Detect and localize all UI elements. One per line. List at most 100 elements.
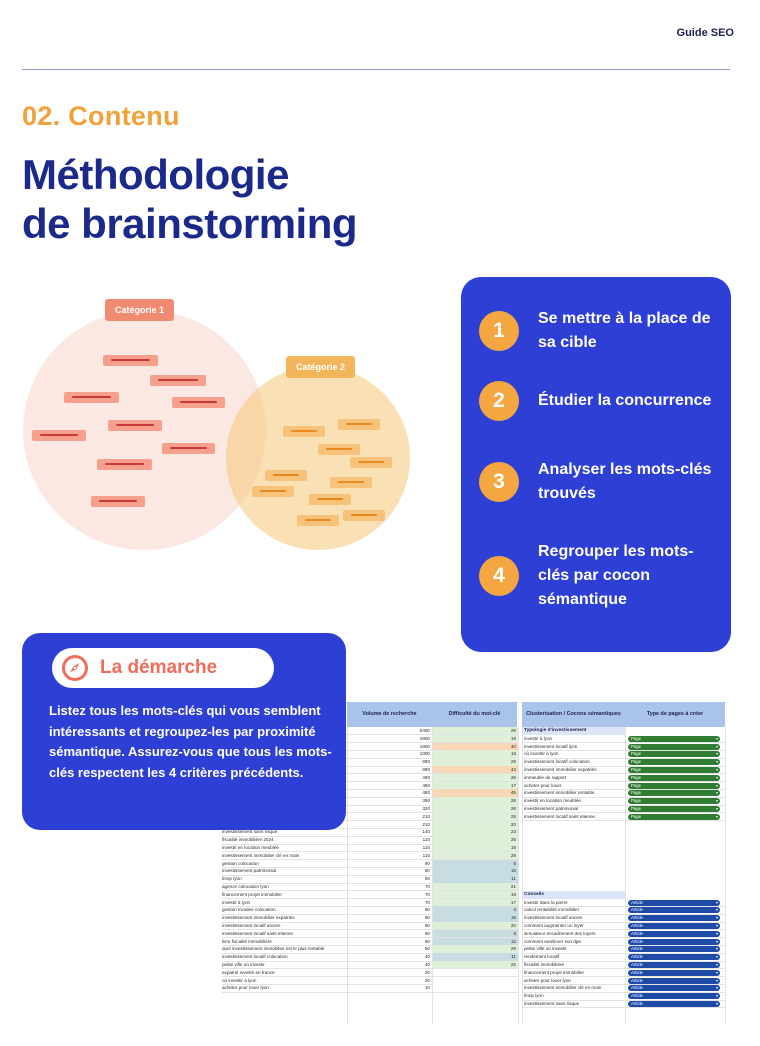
volume-cell: 70 <box>424 884 430 889</box>
row-divider <box>222 734 518 736</box>
keyword-cell: investissement locatif colocation <box>222 954 288 960</box>
keyword-chip <box>162 443 215 454</box>
row-divider <box>222 804 518 806</box>
cluster-keyword-cell: financement projet immobilier <box>524 969 584 975</box>
step-number-badge: 1 <box>479 311 519 351</box>
keyword-cell: investissement sans risque <box>222 829 278 835</box>
volume-cell: 390 <box>422 798 430 804</box>
volume-cell: 70 <box>424 899 430 905</box>
cluster-keyword-cell: calcul rentabilité immobilier <box>524 907 580 913</box>
cluster-keyword-cell: investir en location meublée <box>524 798 581 804</box>
row-divider <box>222 796 518 798</box>
row-divider <box>222 905 518 907</box>
column-divider <box>522 727 523 1024</box>
step-text: Étudier la concurrence <box>538 392 712 409</box>
keyword-cell: où investir à lyon <box>222 977 257 983</box>
volume-cell: 90 <box>424 860 430 866</box>
cluster-keyword-cell: fiscalité immobilière <box>524 962 565 967</box>
keyword-cell: investir en location meublée <box>222 845 279 850</box>
volume-cell: 480 <box>422 790 430 796</box>
category-2-label: Catégorie 2 <box>286 356 356 378</box>
cluster-section-header: Typologie d'investissement <box>522 727 625 735</box>
volume-cell: 480 <box>422 774 430 780</box>
column-divider <box>347 727 348 1024</box>
page-type-badge: Article <box>628 1001 720 1007</box>
page-type-badge: Page <box>628 798 720 805</box>
guide-label: Guide SEO <box>676 27 734 39</box>
keyword-chip <box>97 459 152 470</box>
cluster-keyword-cell: investissement locatif lyon <box>524 743 578 749</box>
row-divider <box>222 890 518 892</box>
row-divider <box>522 812 725 814</box>
keyword-cell: quel investissement immobilier est le pl… <box>222 946 325 952</box>
difficulty-cell: 28 <box>432 797 518 805</box>
page-type-badge: Page <box>628 774 720 781</box>
keyword-chip <box>265 470 307 481</box>
page-type-badge: Article <box>628 899 720 906</box>
cluster-keyword-cell: acheter pour louer <box>524 782 562 788</box>
page-title-line-1: Méthodologie <box>22 151 289 198</box>
difficulty-cell: 20 <box>432 820 518 829</box>
volume-cell: 5400 <box>419 728 430 733</box>
row-divider <box>522 757 725 759</box>
cluster-keyword-cell: immeuble de rapport <box>524 774 567 780</box>
step-2: 2 Étudier la concurrence <box>479 381 718 421</box>
keyword-cell: investissement immobilier expatriés <box>222 915 295 921</box>
cluster-keyword-cell: investissement immobilier rentable <box>524 790 595 796</box>
difficulty-cell: 26 <box>432 773 518 782</box>
row-divider <box>222 773 518 775</box>
keyword-cell: livre fiscalité immobilière <box>222 938 272 944</box>
cluster-keyword-cell: investir à lyon <box>524 735 553 741</box>
difficulty-cell: 17 <box>432 781 518 790</box>
row-divider <box>522 820 725 822</box>
keyword-cell: investir à lyon <box>222 899 251 905</box>
difficulty-cell: 21 <box>432 883 518 891</box>
row-divider <box>222 991 518 993</box>
difficulty-cell: 29 <box>432 727 518 735</box>
row-divider <box>222 757 518 759</box>
column-divider <box>625 727 626 1024</box>
row-divider <box>222 976 518 978</box>
cluster-keyword-cell: petite ville où investir <box>524 946 567 952</box>
keyword-cell: investissement patrimonial <box>222 868 277 874</box>
header-divider <box>22 69 730 70</box>
difficulty-cell: 22 <box>432 961 518 969</box>
keyword-chip <box>297 515 339 526</box>
row-divider <box>222 866 518 868</box>
row-divider <box>222 983 518 985</box>
row-divider <box>522 742 725 744</box>
row-divider <box>222 835 518 837</box>
row-divider <box>522 921 725 923</box>
volume-cell: 40 <box>424 954 430 960</box>
keyword-chip <box>150 375 206 386</box>
step-3: 3 Analyser les mots-clés trouvés <box>479 458 718 506</box>
row-divider <box>522 952 725 954</box>
difficulty-cell: 25 <box>432 836 518 844</box>
row-divider <box>522 749 725 751</box>
keyword-chip <box>108 420 162 431</box>
volume-cell: 50 <box>424 938 430 944</box>
row-divider <box>222 843 518 845</box>
column-divider <box>518 727 519 1024</box>
difficulty-cell: 17 <box>432 898 518 907</box>
difficulty-cell: 29 <box>432 945 518 954</box>
cluster-keyword-cell: comment améliorer son dpe <box>524 938 581 944</box>
page-type-badge: Article <box>628 993 720 1000</box>
volume-cell: 20 <box>424 969 430 975</box>
cluster-keyword-cell: simulateur encadrement des loyers <box>524 930 596 936</box>
